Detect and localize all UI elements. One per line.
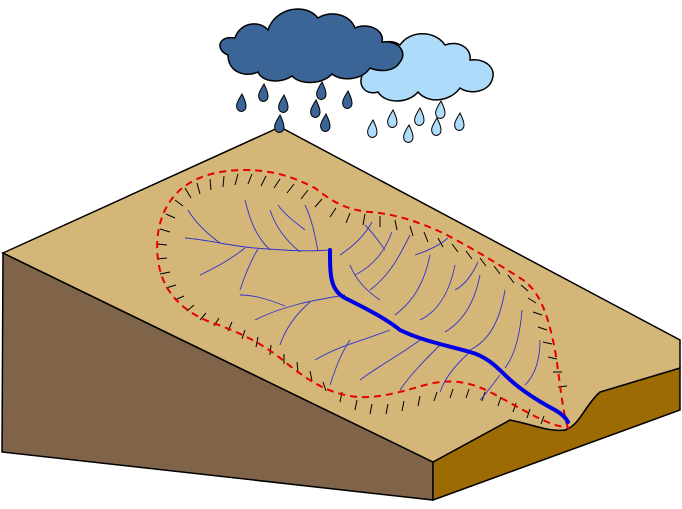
dark-raindrops (237, 82, 352, 132)
raindrop-icon (279, 95, 288, 112)
raindrop-icon (317, 82, 326, 99)
raindrop-icon (432, 118, 441, 135)
light-raindrops (368, 101, 464, 142)
raindrop-icon (388, 110, 397, 127)
raindrop-icon (275, 115, 284, 132)
raindrop-icon (311, 100, 320, 117)
raindrop-icon (237, 94, 246, 111)
raindrop-icon (368, 120, 377, 137)
raindrop-icon (415, 108, 424, 125)
terrain-block (2, 127, 680, 500)
raindrop-icon (343, 91, 352, 108)
raindrop-icon (259, 84, 268, 101)
raindrop-icon (321, 114, 330, 131)
raindrop-icon (404, 125, 413, 142)
raindrop-icon (455, 113, 464, 130)
raindrop-icon (436, 101, 445, 118)
